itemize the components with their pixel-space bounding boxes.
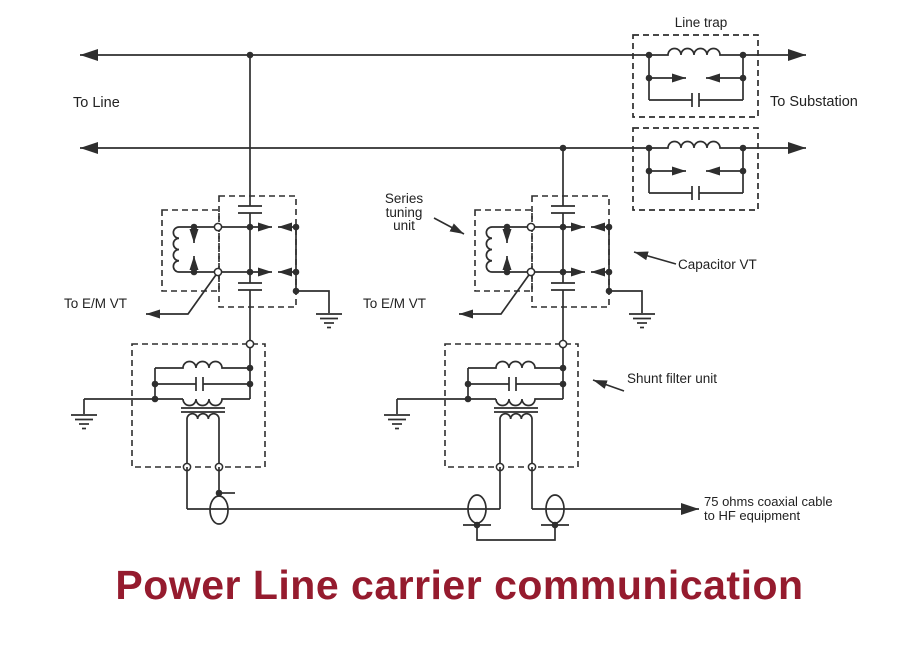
label-to-em-vt-right: To E/M VT bbox=[363, 296, 426, 311]
label-arrows bbox=[433, 217, 677, 392]
label-capacitor-vt: Capacitor VT bbox=[678, 257, 757, 272]
junction-dot bbox=[246, 51, 254, 59]
capacitor-vt-arrow bbox=[633, 251, 677, 265]
coupling-circuit-left bbox=[71, 160, 342, 471]
label-to-substation: To Substation bbox=[770, 94, 858, 110]
line-trap-bottom bbox=[633, 128, 758, 210]
shunt-filter-arrow bbox=[592, 379, 625, 392]
label-series-tuning-1: Series bbox=[385, 191, 424, 206]
label-coax-2: to HF equipment bbox=[704, 508, 800, 523]
tap-stubs bbox=[249, 55, 564, 160]
coax-shield bbox=[209, 495, 229, 525]
coax-cable-section bbox=[186, 467, 699, 541]
line-trap-top bbox=[633, 35, 758, 117]
coupling-circuit-right bbox=[384, 160, 655, 471]
label-to-line: To Line bbox=[73, 95, 120, 111]
shield-tap-dot bbox=[473, 521, 481, 529]
junction-dot bbox=[559, 144, 567, 152]
diagram-title: Power Line carrier communication bbox=[115, 562, 804, 608]
label-to-em-vt-left: To E/M VT bbox=[64, 296, 127, 311]
label-line-trap: Line trap bbox=[675, 15, 728, 30]
label-series-tuning-2: tuning bbox=[386, 205, 423, 220]
shield-tap-dot bbox=[551, 521, 559, 529]
label-shunt-filter: Shunt filter unit bbox=[627, 371, 717, 386]
label-coax-1: 75 ohms coaxial cable bbox=[704, 494, 833, 509]
series-tuning-arrow bbox=[433, 217, 465, 235]
label-series-tuning-3: unit bbox=[393, 218, 415, 233]
shield-tap-dot bbox=[215, 489, 223, 497]
